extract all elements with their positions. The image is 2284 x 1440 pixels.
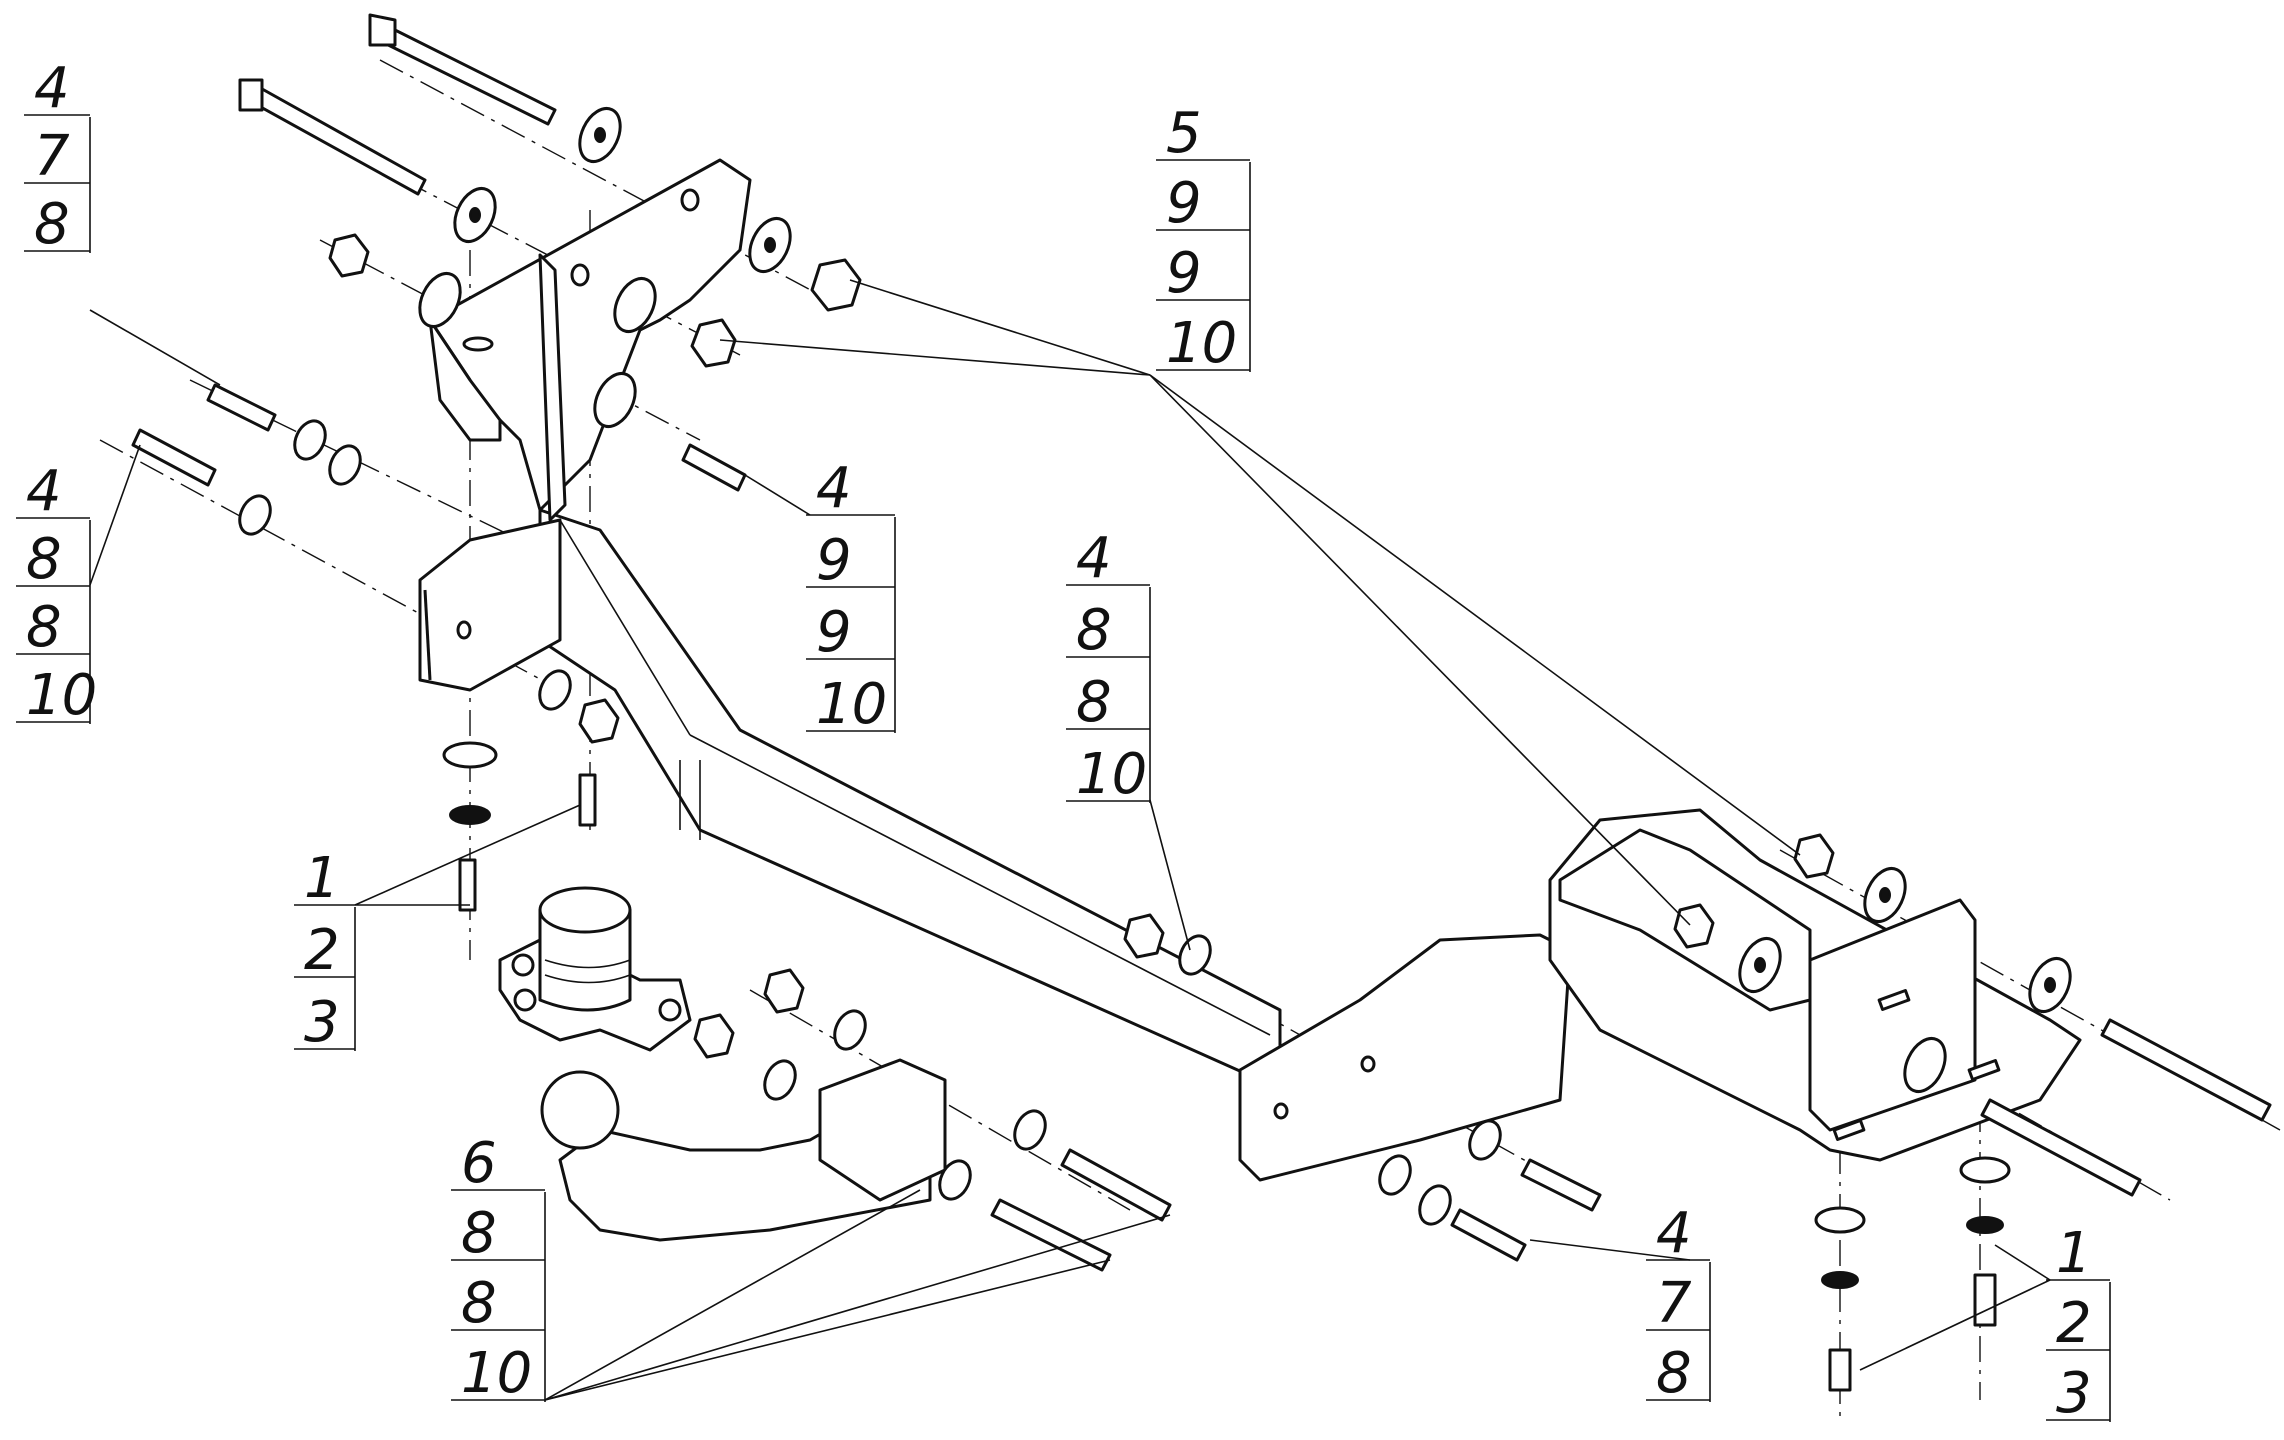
callout-number: 10 (1166, 311, 1237, 376)
callout-number: 3 (304, 990, 340, 1055)
callout-stack-bottom-left-small: 1 2 3 (294, 846, 356, 1055)
callout-number: 8 (26, 595, 62, 660)
callout-number: 10 (816, 672, 887, 737)
callout-number: 5 (1166, 101, 1202, 166)
tow-ball-assembly (498, 886, 947, 1242)
callout-number: 9 (816, 600, 852, 665)
callout-number: 9 (1166, 241, 1202, 306)
washers (238, 107, 2072, 1289)
right-bracket (1238, 808, 2082, 1182)
callout-number: 8 (1076, 598, 1112, 663)
callout-number: 1 (2056, 1221, 2092, 1286)
callout-stack-bottom-center: 478 (1646, 1201, 1711, 1406)
callout-number: 8 (34, 192, 70, 257)
leader-lines (89, 279, 2051, 1401)
callout-number: 7 (34, 124, 70, 189)
callout-stack-top-left: 478 (24, 56, 91, 257)
nuts (328, 233, 1835, 1059)
callout-number: 2 (304, 918, 340, 983)
callout-number: 7 (1656, 1271, 1692, 1336)
callout-number: 3 (2056, 1361, 2092, 1426)
callout-number: 6 (461, 1131, 497, 1196)
bolts (131, 13, 2272, 1392)
callout-number: 4 (1656, 1201, 1692, 1266)
callout-number: 10 (1076, 742, 1147, 807)
callout-number: 4 (1076, 526, 1112, 591)
callout-number: 8 (1656, 1341, 1692, 1406)
left-bracket (418, 158, 752, 692)
callout-stack-center: 4 9 9 10 (806, 456, 896, 737)
callout-number: 9 (1166, 171, 1202, 236)
callout-number: 10 (26, 663, 97, 728)
callout-number: 4 (26, 459, 62, 524)
callout-number: 8 (26, 527, 62, 592)
callout-number: 8 (1076, 670, 1112, 735)
callout-number: 9 (816, 528, 852, 593)
callout-number: 10 (461, 1341, 532, 1406)
callout-number: 4 (816, 456, 852, 521)
callout-stack-mid-right: 4 8 8 10 (1066, 526, 1151, 807)
callout-number: 8 (461, 1201, 497, 1266)
callout-number: 8 (461, 1271, 497, 1336)
callout-stack-bottom-right: 123 (2046, 1221, 2111, 1426)
callout-number: 4 (34, 56, 70, 121)
callout-number: 1 (304, 846, 340, 911)
callout-number: 2 (2056, 1291, 2092, 1356)
